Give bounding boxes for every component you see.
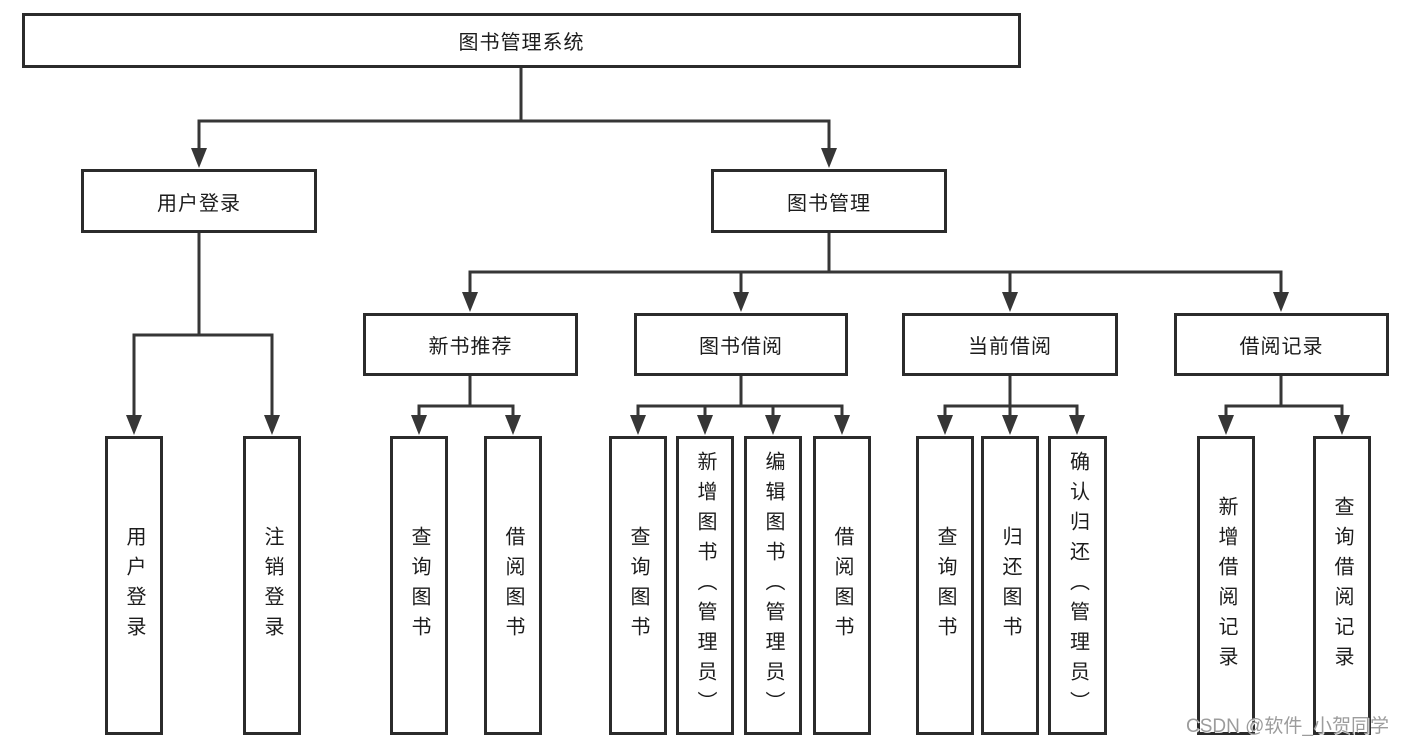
arrow-down-icon xyxy=(697,415,713,435)
leaf-edit-books-admin-label: 编辑图书（管理员） xyxy=(762,450,784,721)
arrow-down-icon xyxy=(1218,415,1234,435)
leaf-add-books-admin-label: 新增图书（管理员） xyxy=(694,450,716,721)
leaf-query-books-1: 查询图书 xyxy=(390,436,448,735)
leaf-query-borrow-record: 查询借阅记录 xyxy=(1313,436,1371,735)
leaf-query-books-1-label: 查询图书 xyxy=(408,525,430,646)
arrow-down-icon xyxy=(1334,415,1350,435)
node-book-borrowing-label: 图书借阅 xyxy=(699,336,783,358)
leaf-add-books-admin: 新增图书（管理员） xyxy=(676,436,734,735)
node-borrowing-records: 借阅记录 xyxy=(1174,313,1389,376)
connector-level2-stubs xyxy=(739,272,1012,294)
node-user-login-label: 用户登录 xyxy=(157,192,241,215)
arrow-down-icon xyxy=(834,415,850,435)
leaf-borrow-books-1-label: 借阅图书 xyxy=(502,525,524,646)
leaf-borrow-books-1: 借阅图书 xyxy=(484,436,542,735)
arrow-down-icon xyxy=(937,415,953,435)
node-root-system: 图书管理系统 xyxy=(22,13,1021,68)
leaf-user-login: 用户登录 xyxy=(105,436,163,735)
csdn-watermark: CSDN @软件_小贺同学 xyxy=(1186,716,1389,737)
node-new-book-recommendation-label: 新书推荐 xyxy=(428,336,513,358)
leaf-query-books-2-label: 查询图书 xyxy=(627,525,649,646)
arrow-down-icon xyxy=(191,148,207,168)
leaf-add-borrow-record: 新增借阅记录 xyxy=(1197,436,1255,735)
node-current-borrowing-label: 当前借阅 xyxy=(968,336,1052,358)
leaf-logout: 注销登录 xyxy=(243,436,301,735)
leaf-add-borrow-record-label: 新增借阅记录 xyxy=(1215,495,1237,676)
node-current-borrowing: 当前借阅 xyxy=(902,313,1118,376)
leaf-confirm-return-admin: 确认归还（管理员） xyxy=(1048,436,1107,735)
leaf-edit-books-admin: 编辑图书（管理员） xyxy=(744,436,802,735)
connector-userlogin-children xyxy=(132,333,274,419)
node-book-management: 图书管理 xyxy=(711,169,947,233)
arrow-down-icon xyxy=(1273,292,1289,312)
leaf-return-books-label: 归还图书 xyxy=(999,525,1021,646)
node-borrowing-records-label: 借阅记录 xyxy=(1239,336,1324,358)
node-user-login: 用户登录 xyxy=(81,169,317,233)
node-book-borrowing: 图书借阅 xyxy=(634,313,848,376)
arrow-down-icon xyxy=(733,292,749,312)
node-root-system-label: 图书管理系统 xyxy=(458,32,585,54)
arrow-down-icon xyxy=(1002,292,1018,312)
leaf-query-books-2: 查询图书 xyxy=(609,436,667,735)
leaf-confirm-return-admin-label: 确认归还（管理员） xyxy=(1066,450,1089,721)
arrow-down-icon xyxy=(411,415,427,435)
connector-currentborrow-children xyxy=(943,404,1079,419)
leaf-borrow-books-2: 借阅图书 xyxy=(813,436,871,735)
leaf-user-login-label: 用户登录 xyxy=(123,525,145,646)
connector-newbookrec-children xyxy=(417,404,515,419)
leaf-borrow-books-2-label: 借阅图书 xyxy=(831,525,853,646)
arrow-down-icon xyxy=(126,415,142,435)
connector-level1 xyxy=(197,119,831,150)
leaf-query-books-3-label: 查询图书 xyxy=(934,525,956,646)
arrow-down-icon xyxy=(462,292,478,312)
arrow-down-icon xyxy=(821,148,837,168)
arrow-down-icon xyxy=(1002,415,1018,435)
arrow-down-icon xyxy=(765,415,781,435)
connector-bookborrow-children xyxy=(636,404,844,419)
leaf-logout-label: 注销登录 xyxy=(261,525,283,646)
arrow-down-icon xyxy=(1069,415,1085,435)
leaf-query-books-3: 查询图书 xyxy=(916,436,974,735)
arrow-down-icon xyxy=(630,415,646,435)
leaf-return-books: 归还图书 xyxy=(981,436,1039,735)
node-new-book-recommendation: 新书推荐 xyxy=(363,313,578,376)
arrow-down-icon xyxy=(264,415,280,435)
leaf-query-borrow-record-label: 查询借阅记录 xyxy=(1331,495,1353,676)
arrow-down-icon xyxy=(505,415,521,435)
node-book-management-label: 图书管理 xyxy=(787,192,871,215)
connector-level2 xyxy=(468,270,1283,294)
connector-borrowrecords-children xyxy=(1224,404,1344,419)
